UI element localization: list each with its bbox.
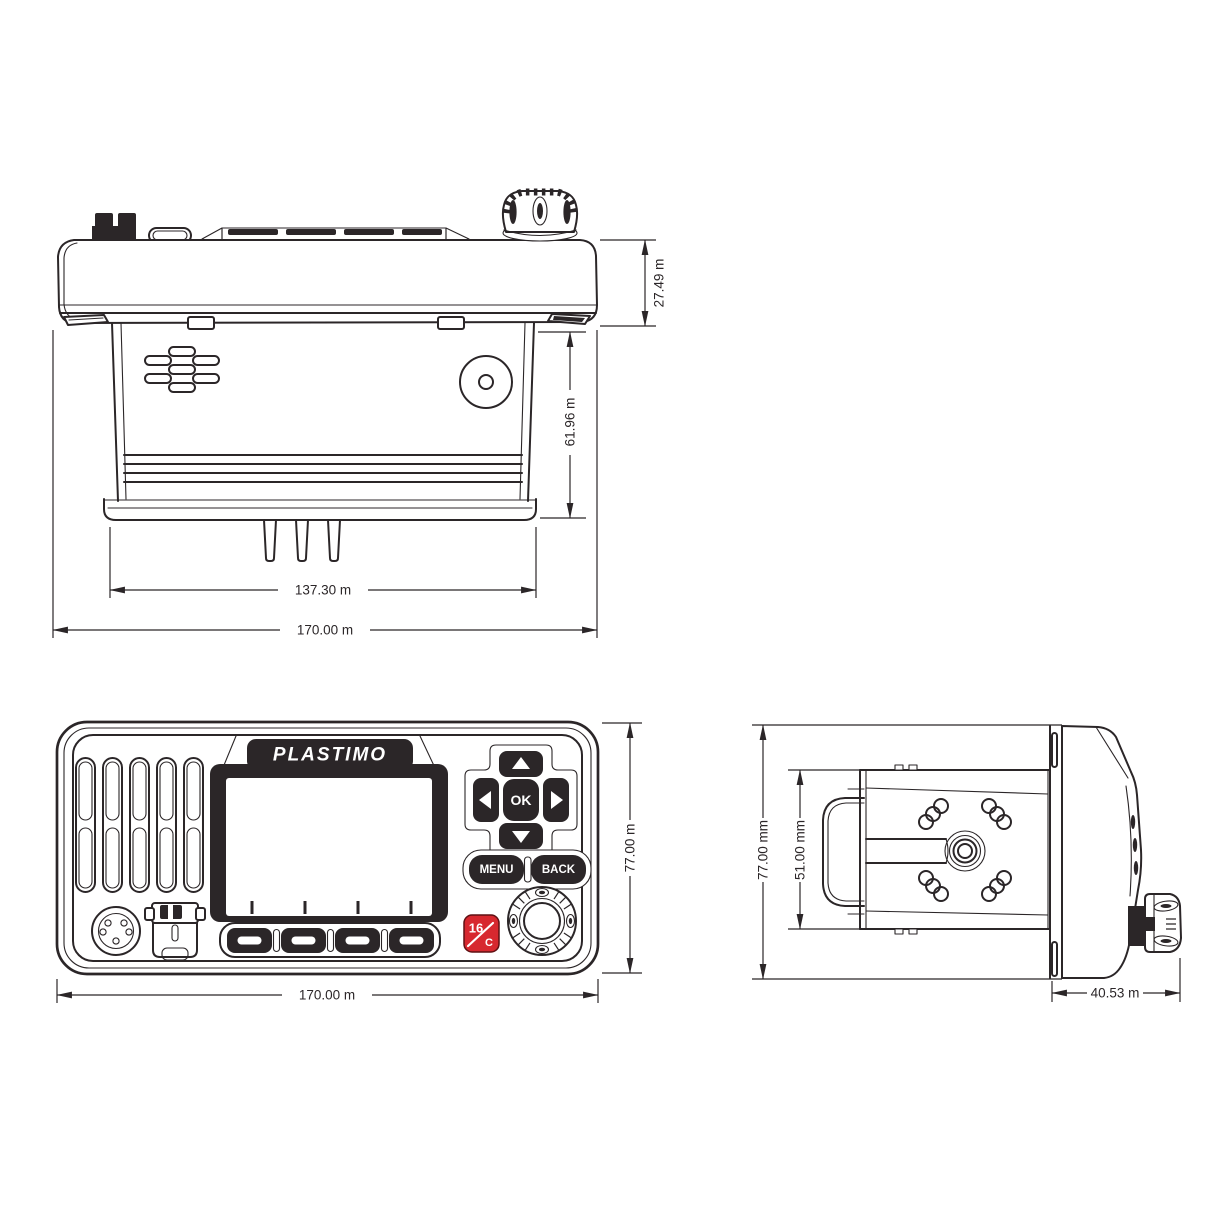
up-arrow-button	[499, 751, 543, 777]
ok-button: OK	[503, 779, 539, 821]
channel-knob	[507, 886, 577, 956]
band-bottom-clips	[63, 313, 591, 330]
volume-knob-top	[501, 188, 579, 242]
channel-knob-side	[1128, 893, 1182, 953]
softkey-row	[219, 922, 441, 958]
dpad: OK	[464, 744, 578, 856]
dim-front-width: 170.00 m	[56, 979, 599, 1003]
mic-clip-hanger	[144, 902, 206, 961]
speaker-grille	[75, 757, 204, 893]
dim-top-body-width: 137.30 m	[109, 527, 537, 598]
bracket-arm	[865, 838, 949, 864]
right-arrow-button	[543, 778, 569, 822]
menu-button-label: MENU	[480, 864, 514, 876]
dim-label-top-overall-width: 170.00 m	[297, 623, 353, 638]
left-arrow-button	[473, 778, 499, 822]
side-front-panel	[1049, 725, 1143, 979]
mounting-knob-side	[944, 830, 986, 872]
dim-side-panel-depth: 40.53 m	[1051, 958, 1181, 1002]
dim-label-front-height: 77.00 m	[623, 824, 638, 873]
front-view: PLASTIMO	[55, 720, 642, 1003]
ch16-button: 16 C	[463, 914, 500, 953]
ratchet-holes	[918, 798, 1012, 902]
side-chassis	[859, 764, 1051, 935]
rear-body	[103, 322, 537, 562]
dim-top-body-depth: 61.96 m	[538, 331, 586, 519]
ch16-letter: C	[485, 937, 493, 949]
menu-back-cluster: MENU BACK	[462, 849, 592, 890]
rear-connector-pins	[263, 519, 341, 562]
dim-top-panel-depth: 27.49 m	[600, 239, 667, 327]
dim-label-side-overall-height: 77.00 mm	[756, 820, 771, 880]
front-panel-band	[57, 239, 598, 324]
dim-label-top-body-width: 137.30 m	[295, 583, 351, 598]
antenna-connector	[92, 213, 136, 241]
dim-front-height: 77.00 m	[602, 722, 642, 974]
side-view: 77.00 mm 51.00 mm 40.53 m	[752, 724, 1182, 1002]
vent-holes	[144, 346, 220, 393]
dim-top-overall-width: 170.00 m	[52, 330, 598, 638]
dim-label-front-width: 170.00 m	[299, 988, 355, 1003]
down-arrow-button	[499, 823, 543, 849]
brand-badge: PLASTIMO	[221, 735, 437, 771]
mounting-bracket	[822, 788, 1012, 915]
dim-label-side-chassis-height: 51.00 mm	[793, 820, 808, 880]
brand-logo-text: PLASTIMO	[273, 745, 387, 766]
ok-button-label: OK	[511, 792, 532, 808]
ch16-number: 16	[469, 921, 483, 936]
rear-speaker-boss	[459, 355, 513, 409]
back-button: BACK	[531, 855, 586, 884]
dim-side-chassis-height: 51.00 mm	[788, 769, 878, 930]
lcd-display	[210, 764, 448, 922]
menu-button: MENU	[469, 855, 524, 884]
back-button-label: BACK	[542, 864, 576, 876]
dim-label-top-body-depth: 61.96 m	[563, 398, 578, 447]
dim-side-overall-height: 77.00 mm	[752, 724, 1062, 980]
dim-label-side-panel-depth: 40.53 m	[1091, 986, 1140, 1001]
mic-connector	[91, 906, 141, 956]
dim-label-top-panel-depth: 27.49 m	[652, 259, 667, 308]
top-view: 27.49 m 61.96 m 137.30 m 170.00 m	[52, 188, 667, 638]
